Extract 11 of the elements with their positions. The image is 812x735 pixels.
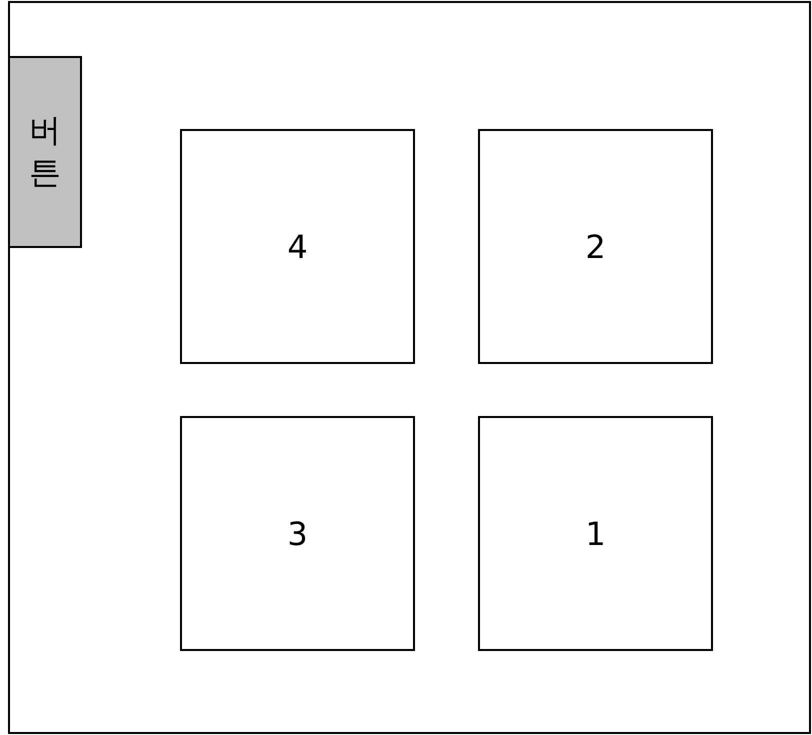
box-label: 1 <box>585 514 606 552</box>
box-label: 4 <box>287 228 308 266</box>
button-label: 버튼 <box>29 110 61 193</box>
side-button <box>8 56 82 248</box>
square-box <box>180 416 415 651</box>
frame-border <box>8 1 811 734</box>
square-box <box>478 416 713 651</box>
square-box <box>180 129 415 364</box>
box-label: 2 <box>585 228 606 266</box>
square-box <box>478 129 713 364</box>
box-label: 3 <box>287 514 308 552</box>
